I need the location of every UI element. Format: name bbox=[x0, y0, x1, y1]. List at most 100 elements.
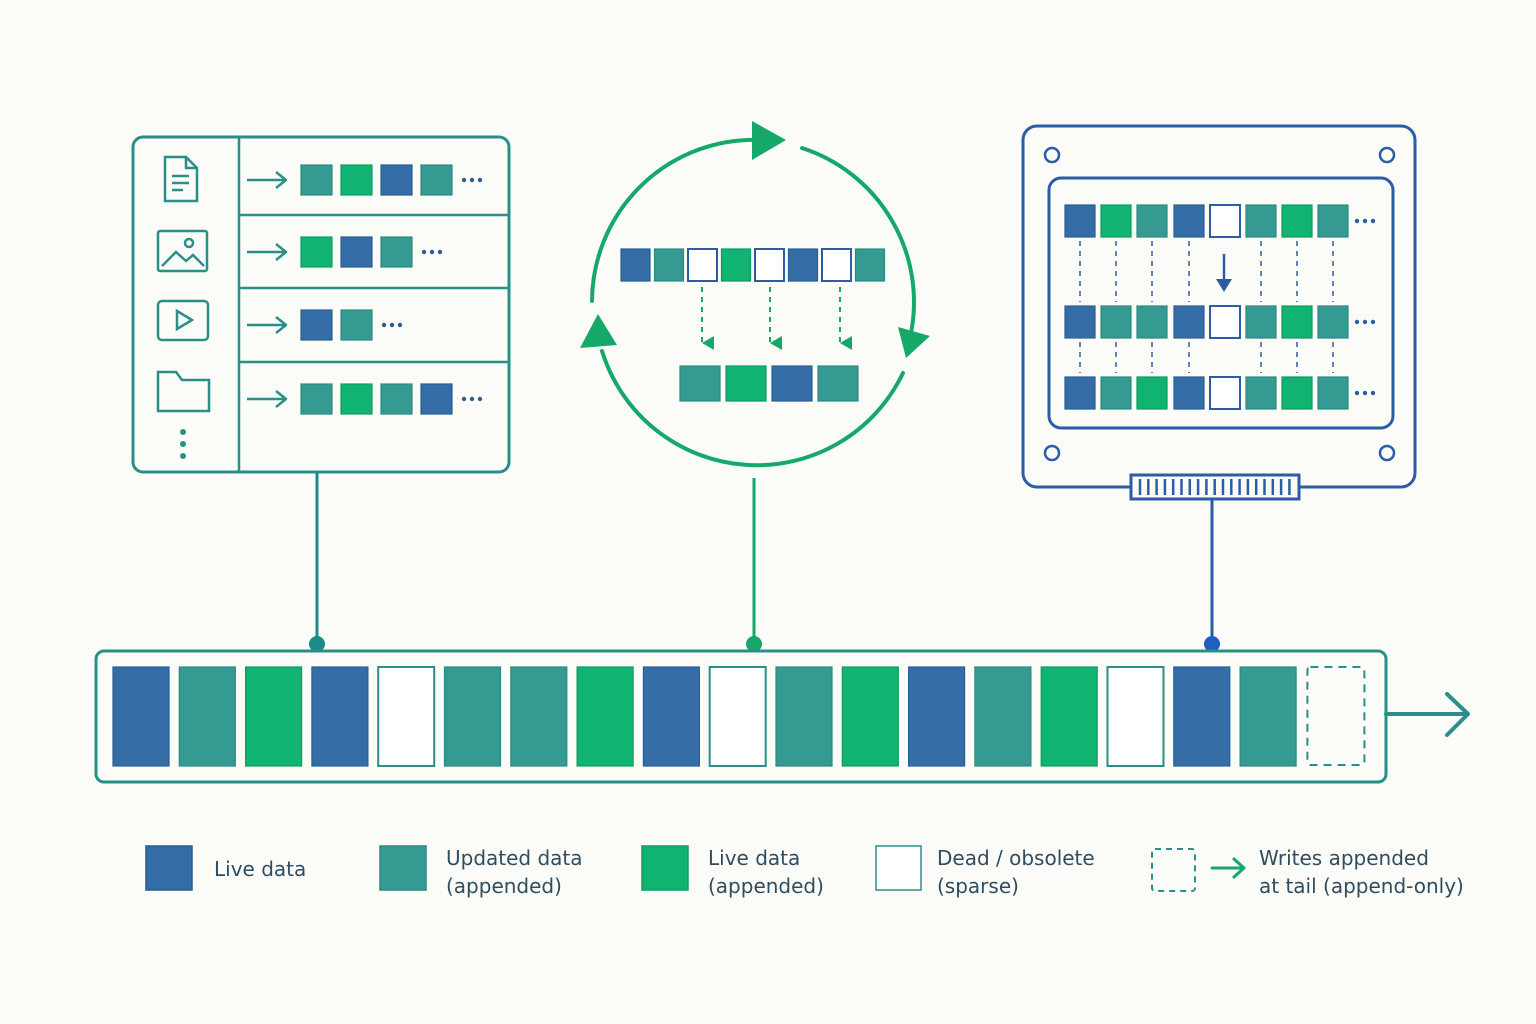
ssd-block bbox=[1281, 376, 1313, 410]
ssd-block bbox=[1100, 376, 1132, 410]
file-row-ellipsis-icon bbox=[461, 396, 483, 402]
file-row-block bbox=[300, 236, 333, 268]
ssd-block bbox=[1317, 204, 1349, 238]
ssd-block bbox=[1136, 305, 1168, 339]
connector-ssd bbox=[1204, 499, 1220, 652]
ssd-block bbox=[1317, 376, 1349, 410]
gc-before-block bbox=[854, 248, 886, 282]
circular-arrows-icon bbox=[580, 121, 930, 468]
file-row-block bbox=[340, 309, 373, 341]
legend-arrow-icon bbox=[1210, 857, 1246, 879]
vertical-ellipsis-icon bbox=[180, 429, 186, 459]
ssd-block bbox=[1064, 305, 1096, 339]
legend-live-appended: Live data (appended) bbox=[708, 844, 824, 900]
log-block bbox=[1239, 666, 1297, 767]
gc-before-block bbox=[754, 248, 785, 282]
legend-live-appended-line2: (appended) bbox=[708, 874, 824, 898]
document-icon bbox=[163, 155, 199, 203]
ssd-block bbox=[1245, 305, 1277, 339]
log-block bbox=[377, 666, 436, 767]
write-down-arrow-icon bbox=[1216, 254, 1232, 292]
ssd-block bbox=[1245, 204, 1277, 238]
legend-writes-line1: Writes appended bbox=[1259, 846, 1429, 870]
file-panel bbox=[131, 135, 511, 474]
arrow-right-icon bbox=[1384, 692, 1470, 737]
log-block bbox=[775, 666, 833, 767]
legend-live-line1: Live data bbox=[214, 857, 307, 881]
file-row-ellipsis-icon bbox=[461, 177, 483, 183]
legend-writes-line2: at tail (append-only) bbox=[1259, 874, 1464, 898]
file-row-block bbox=[340, 164, 373, 196]
legend-dead-line1: Dead / obsolete bbox=[937, 846, 1095, 870]
log-block bbox=[708, 666, 767, 767]
log-block bbox=[178, 666, 236, 767]
ssd-block bbox=[1064, 204, 1096, 238]
ssd-block bbox=[1209, 204, 1241, 238]
ssd-block bbox=[1064, 376, 1096, 410]
file-row-block bbox=[340, 236, 373, 268]
log-block bbox=[1106, 666, 1165, 767]
log-block bbox=[974, 666, 1032, 767]
ssd-block bbox=[1100, 305, 1132, 339]
legend-live: Live data bbox=[214, 855, 306, 883]
file-row-arrow-icon bbox=[247, 171, 288, 189]
file-row-arrow-icon bbox=[247, 390, 288, 408]
legend-swatch-live bbox=[145, 845, 193, 891]
ssd-row-ellipsis-icon bbox=[1354, 319, 1376, 325]
ssd-block bbox=[1100, 204, 1132, 238]
ssd-drive-icon bbox=[1021, 124, 1417, 501]
ssd-block bbox=[1173, 376, 1205, 410]
log-block bbox=[576, 666, 634, 767]
legend-writes: Writes appended at tail (append-only) bbox=[1259, 844, 1464, 900]
log-block bbox=[510, 666, 568, 767]
ssd-block bbox=[1209, 376, 1241, 410]
ssd-block bbox=[1281, 204, 1313, 238]
legend-updated: Updated data (appended) bbox=[446, 844, 583, 900]
log-pending-slot bbox=[1306, 666, 1366, 766]
file-row-block bbox=[300, 309, 333, 341]
log-block bbox=[1173, 666, 1231, 767]
gc-before-block bbox=[787, 248, 819, 282]
ssd-block bbox=[1136, 204, 1168, 238]
legend-swatch-updated bbox=[379, 845, 427, 891]
file-row-block bbox=[420, 164, 453, 196]
file-row-arrow-icon bbox=[247, 316, 288, 334]
file-row-block bbox=[420, 383, 453, 415]
legend-swatch-dead bbox=[875, 845, 922, 891]
connector-files bbox=[309, 472, 325, 652]
legend-swatch-writes bbox=[1151, 848, 1196, 892]
legend-updated-line1: Updated data bbox=[446, 846, 583, 870]
gc-before-block bbox=[620, 248, 651, 282]
ssd-block bbox=[1209, 305, 1241, 339]
file-row-block bbox=[300, 383, 333, 415]
ssd-block bbox=[1173, 204, 1205, 238]
legend bbox=[145, 845, 1246, 892]
file-row-arrow-icon bbox=[247, 243, 288, 261]
legend-updated-line2: (appended) bbox=[446, 874, 562, 898]
ssd-connector bbox=[1129, 473, 1301, 501]
log-block bbox=[443, 666, 502, 767]
ssd-block bbox=[1281, 305, 1313, 339]
file-row-block bbox=[300, 164, 333, 196]
ssd-row-ellipsis-icon bbox=[1354, 218, 1376, 224]
video-icon bbox=[156, 299, 210, 342]
log-block bbox=[907, 666, 966, 767]
ssd-block bbox=[1173, 305, 1205, 339]
ssd-block bbox=[1245, 376, 1277, 410]
folder-icon bbox=[156, 370, 211, 413]
gc-before-block bbox=[687, 248, 718, 282]
ssd-block bbox=[1317, 305, 1349, 339]
log-block bbox=[311, 666, 369, 767]
legend-swatch-live-appended bbox=[641, 845, 689, 891]
append-only-log bbox=[94, 649, 1470, 784]
ssd-block bbox=[1136, 376, 1168, 410]
legend-dead: Dead / obsolete (sparse) bbox=[937, 844, 1095, 900]
connector-cycle bbox=[746, 478, 762, 652]
log-block bbox=[245, 666, 303, 767]
ssd-row-ellipsis-icon bbox=[1354, 390, 1376, 396]
log-block bbox=[642, 666, 701, 767]
gc-after-block bbox=[679, 365, 721, 402]
file-row-block bbox=[380, 383, 413, 415]
gc-before-block bbox=[720, 248, 752, 282]
